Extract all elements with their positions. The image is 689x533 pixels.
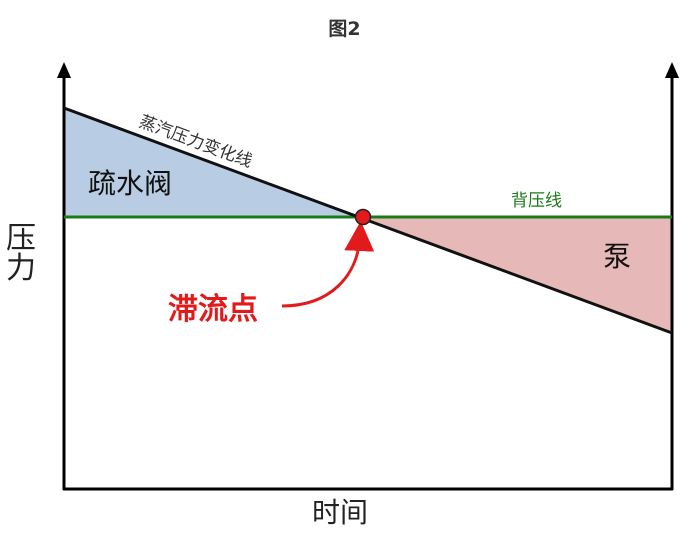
- y-axis-label-char-1: 压: [6, 221, 36, 256]
- back-pressure-label: 背压线: [511, 191, 562, 211]
- x-axis-label: 时间: [312, 496, 369, 529]
- y-axis-label: 压 力: [6, 224, 36, 284]
- left-axis-arrow-icon: [57, 62, 71, 78]
- figure-title: 图2: [328, 18, 361, 40]
- right-axis-arrow-icon: [665, 62, 679, 78]
- trap-region-label: 疏水阀: [88, 167, 172, 200]
- stall-point-label: 滞流点: [168, 292, 258, 327]
- pump-region-label: 泵: [603, 240, 631, 273]
- y-axis-label-char-2: 力: [6, 251, 36, 286]
- stall-point-arrow: [281, 221, 375, 308]
- stall-point-marker: [354, 208, 372, 226]
